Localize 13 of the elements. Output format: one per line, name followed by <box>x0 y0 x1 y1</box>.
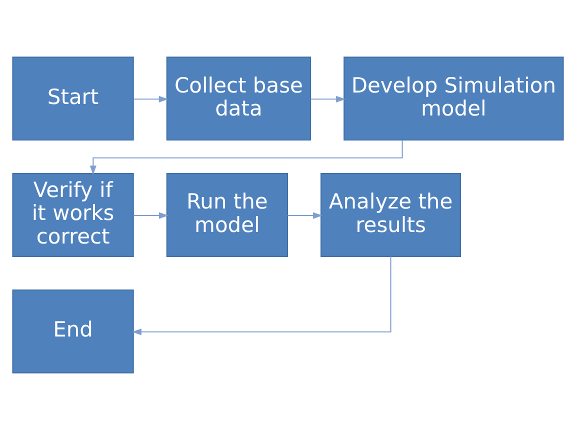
arrow <box>288 212 322 219</box>
arrow <box>310 96 346 102</box>
node-box: Develop Simulation model <box>344 56 564 141</box>
node-box: Start <box>12 56 134 141</box>
node-box: Analyze the results <box>320 173 461 257</box>
arrow <box>90 140 403 176</box>
node-box: Collect base data <box>166 56 312 141</box>
node-box: Run the model <box>166 173 288 257</box>
node-box: End <box>12 289 134 374</box>
arrow <box>134 96 168 102</box>
arrow <box>132 256 392 336</box>
arrow <box>134 212 168 219</box>
node-box: Verify if it works correct <box>12 173 134 257</box>
